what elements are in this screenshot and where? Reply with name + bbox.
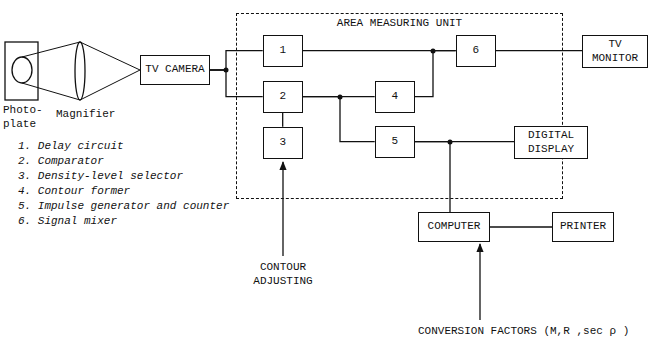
block-label: PRINTER [560,220,606,233]
block-label: TV CAMERA [145,63,204,76]
key-entry: 2. Comparator [18,155,104,169]
block-label: 1 [279,44,286,57]
block-box: TV CAMERA [140,55,210,85]
signal-line [415,51,456,97]
key-entry: 5. Impulse generator and counter [18,200,229,214]
part-label: Magnifier [56,108,115,122]
block-box: 4 [375,81,415,113]
signal-line [496,50,582,51]
block-box: COMPUTER [418,212,490,242]
block-label: 6 [472,44,479,57]
block-box: DIGITAL DISPLAY [514,126,588,159]
key-entry: 6. Signal mixer [18,215,117,229]
block-box: PRINTER [552,212,614,242]
unit-boundary: AREA MEASURING UNIT 1 2 3 4 5 6 [236,13,563,199]
block-label: TV MONITOR [583,38,647,64]
key-entry: 3. Density-level selector [18,170,183,184]
block-label: 5 [391,135,398,148]
photo-plate-illustration [5,42,38,100]
signal-line [282,113,283,127]
signal-line [490,226,552,227]
block-box: 1 [263,35,303,67]
block-label: COMPUTER [428,220,481,233]
signal-line [303,97,375,142]
block-label: 3 [279,136,286,149]
light-rays [22,42,140,100]
part-label: Photo-plate [3,104,51,132]
key-entry: 1. Delay circuit [18,140,124,154]
block-box: 3 [263,127,303,159]
block-box: 5 [375,126,415,158]
part-label: CONVERSION FACTORS (M,R ,sec ρ ) [418,325,629,339]
block-box: 2 [263,81,303,113]
block-box: 6 [456,35,496,67]
block-label: DIGITAL DISPLAY [515,129,587,155]
key-entry: 4. Contour former [18,185,130,199]
block-box: TV MONITOR [582,35,648,68]
block-label: 4 [391,90,398,103]
signal-line [415,142,450,212]
magnifier-lens [75,42,85,100]
block-label: 2 [279,90,286,103]
part-label: CONTOUR ADJUSTING [243,261,323,289]
unit-title: AREA MEASURING UNIT [337,17,462,30]
